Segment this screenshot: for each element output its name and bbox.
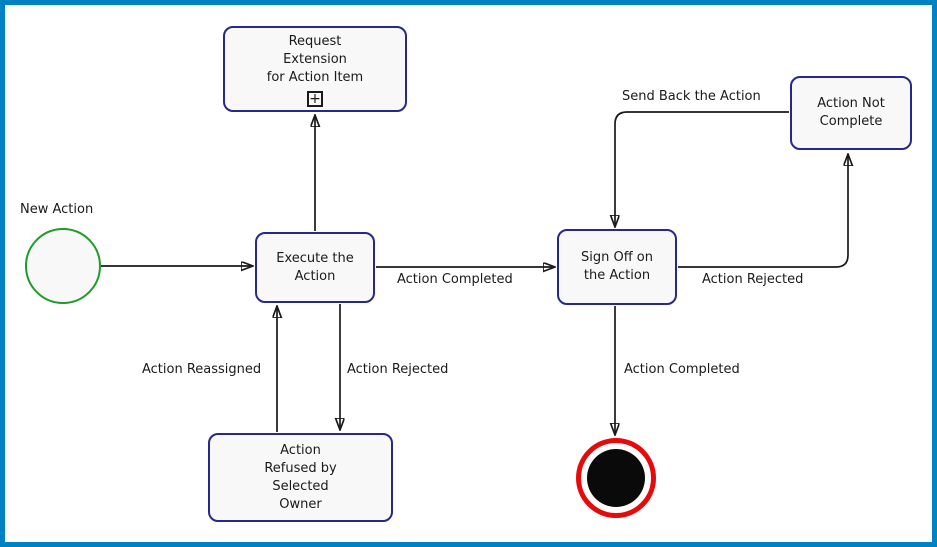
node-request-extension-label: Request Extension for Action Item	[266, 34, 364, 85]
node-action-not-complete[interactable]: Action Not Complete	[790, 76, 912, 150]
subprocess-expand-plus-icon[interactable]: +	[307, 91, 323, 107]
node-request-extension[interactable]: Request Extension for Action Item +	[223, 26, 407, 112]
node-execute-action[interactable]: Execute the Action	[255, 232, 375, 303]
node-execute-action-label: Execute the Action	[276, 250, 354, 284]
node-action-not-complete-label: Action Not Complete	[817, 96, 885, 129]
start-node-label: New Action	[20, 202, 94, 217]
start-node[interactable]	[25, 228, 101, 304]
end-node-core	[587, 449, 645, 507]
edge-label-action-completed-right: Action Completed	[397, 272, 513, 287]
node-action-refused[interactable]: Action Refused by Selected Owner	[208, 433, 393, 522]
node-action-refused-label: Action Refused by Selected Owner	[264, 442, 337, 512]
node-sign-off-label: Sign Off on the Action	[580, 250, 653, 283]
edge-not-complete-to-sign-off	[615, 111, 789, 226]
edge-label-action-reassigned: Action Reassigned	[142, 362, 262, 377]
edge-label-send-back: Send Back the Action	[622, 89, 761, 104]
edge-label-action-rejected-right: Action Rejected	[702, 272, 804, 287]
end-node[interactable]	[576, 438, 656, 518]
edge-label-action-completed-down: Action Completed	[624, 362, 740, 377]
edge-sign-off-to-not-complete	[678, 155, 848, 268]
node-sign-off[interactable]: Sign Off on the Action	[557, 229, 677, 305]
edge-label-action-rejected-down: Action Rejected	[347, 362, 449, 377]
